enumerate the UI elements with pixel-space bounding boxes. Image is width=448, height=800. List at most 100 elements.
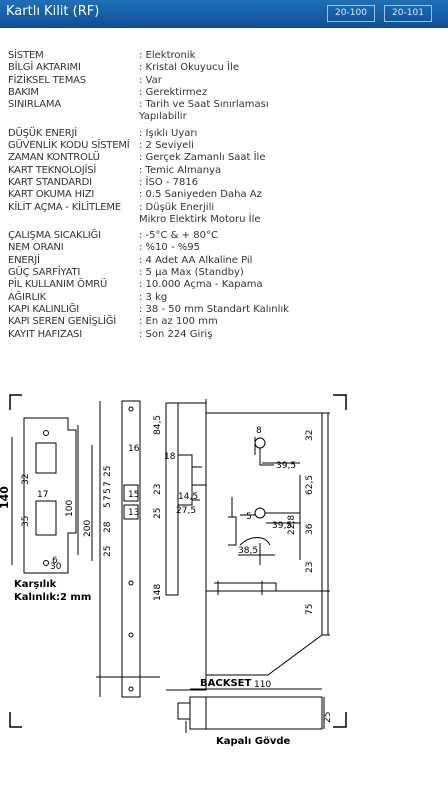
spec-label: BİLGİ AKTARIMI <box>8 62 81 74</box>
dim-13: 13 <box>128 508 139 518</box>
spec-value: : Kristal Okuyucu İle <box>139 62 240 74</box>
title-bar: Kartlı Kilit (RF) 20-100 20-101 <box>0 0 448 28</box>
spec-label: SINIRLAMA <box>8 99 61 111</box>
spec-row: PİL KULLANIM ÖMRÜ : 10.000 Açma - Kapama <box>8 279 444 291</box>
dim-5a: 5 <box>103 488 113 494</box>
spec-value: : 10.000 Açma - Kapama <box>139 279 263 291</box>
spec-label: KİLİT AÇMA - KİLİTLEME <box>8 201 121 213</box>
dim-5b: 5 <box>103 502 113 508</box>
dim-23a: 23 <box>153 484 163 495</box>
dim-39-5a: 39,5 <box>276 461 296 471</box>
spec-label: ÇALIŞMA SICAKLIĞI <box>8 230 101 242</box>
dim-25a: 25 <box>103 466 113 477</box>
dim-22-8: 22,8 <box>287 515 297 535</box>
spec-row: KAPI SEREN GENİŞLİĞİ : En az 100 mm <box>8 316 444 328</box>
dim-30: 30 <box>50 562 62 572</box>
spec-label: FİZİKSEL TEMAS <box>8 74 86 86</box>
spec-label: NEM ORANI <box>8 242 64 254</box>
spec-label: GÜÇ SARFİYATI <box>8 267 81 279</box>
spec-value: : 4 Adet AA Alkaline Pil <box>139 254 253 266</box>
dim-36: 36 <box>305 523 315 535</box>
dim-5c: 5 <box>246 512 252 522</box>
spec-value: : Temic Almanya <box>139 164 222 176</box>
spec-label: ZAMAN KONTROLÜ <box>8 152 100 164</box>
spec-label: KAPI KALINLIĞI <box>8 303 80 315</box>
dim-25d: 25 <box>323 712 333 723</box>
dim-39-5b: 39,5 <box>272 521 292 531</box>
dim-17: 17 <box>37 490 48 500</box>
spec-row: FİZİKSEL TEMAS : Var <box>8 75 444 87</box>
dim-7a: 7 <box>103 481 113 487</box>
dim-14-5: 14,5 <box>178 492 198 502</box>
dim-38-5: 38,5 <box>238 546 258 556</box>
strike-caption: Karşılık Kalınlık:2 mm <box>14 579 92 603</box>
spec-value: : Son 224 Giriş <box>139 328 213 340</box>
spec-value: : Gerçek Zamanlı Saat İle <box>139 152 266 164</box>
spec-row: GÜÇ SARFİYATI: 5 µa Max (Standby) <box>8 267 444 279</box>
dim-110: 110 <box>254 680 271 690</box>
spec-label: KAYIT HAFIZASI <box>8 328 83 340</box>
dim-200: 200 <box>83 520 93 537</box>
spec-row: SINIRLAMA : Tarih ve Saat Sınırlaması Yap… <box>8 99 444 124</box>
spec-row: KAPI KALINLIĞI : 38 - 50 mm Standart Kalı… <box>8 304 444 316</box>
spec-row: BAKIM: Gerektirmez <box>8 87 444 99</box>
spec-value: : Var <box>139 74 162 86</box>
spec-value: : 2 Seviyeli <box>139 140 194 152</box>
spec-row: SİSTEM : Elektronik <box>8 50 444 62</box>
spec-row: AĞIRLIK : 3 kg <box>8 292 444 304</box>
spec-row: KART TEKNOLOJİSİ : Temic Almanya <box>8 165 444 177</box>
spec-label: KAPI SEREN GENİŞLİĞİ <box>8 316 117 328</box>
dim-32: 32 <box>21 474 31 485</box>
dim-75: 75 <box>305 604 315 615</box>
dim-100: 100 <box>65 500 75 517</box>
dim-15: 15 <box>128 490 139 500</box>
spec-label: GÜVENLİK KODU SİSTEMİ <box>8 140 130 152</box>
spec-label: DÜŞÜK ENERJİ <box>8 127 77 139</box>
spec-value: : En az 100 mm <box>139 316 218 328</box>
dim-148: 148 <box>153 584 163 601</box>
dim-16: 16 <box>128 444 140 454</box>
dim-28: 28 <box>103 521 113 533</box>
model-tag-20-101[interactable]: 20-101 <box>384 5 432 22</box>
spec-row: ÇALIŞMA SICAKLIĞI : -5°C & + 80°C <box>8 230 444 242</box>
spec-value: : 38 - 50 mm Standart Kalınlık <box>139 303 289 315</box>
spec-label: AĞIRLIK <box>8 291 46 303</box>
spec-value: : 3 kg <box>139 291 168 303</box>
dim-25b: 25 <box>103 546 113 557</box>
dim-6: 6 <box>52 556 58 566</box>
spec-value: : Düşük Enerjili Mikro Elektirk Motoru İ… <box>139 201 261 225</box>
dim-25c: 25 <box>153 508 163 519</box>
dim-140: 140 <box>0 486 11 509</box>
model-tag-20-100[interactable]: 20-100 <box>327 5 375 22</box>
spec-row: KAYIT HAFIZASI : Son 224 Giriş <box>8 329 444 341</box>
dim-8: 8 <box>256 426 262 436</box>
dim-35: 35 <box>21 516 31 527</box>
dim-62-5: 62,5 <box>305 475 315 495</box>
spec-label: SİSTEM <box>8 50 44 61</box>
page-title: Kartlı Kilit (RF) <box>6 4 100 19</box>
spec-label: KART TEKNOLOJİSİ <box>8 164 97 176</box>
spec-row: ENERJİ: 4 Adet AA Alkaline Pil <box>8 255 444 267</box>
spec-row: KİLİT AÇMA - KİLİTLEME : Düşük Enerjili M… <box>8 202 444 227</box>
dim-84-5: 84,5 <box>153 415 163 435</box>
spec-value: : %10 - %95 <box>139 242 200 254</box>
spec-row: BİLGİ AKTARIMI : Kristal Okuyucu İle <box>8 62 444 74</box>
spec-value: : Tarih ve Saat Sınırlaması Yapılabilir <box>139 99 269 123</box>
backset-caption: BACKSET <box>200 678 252 689</box>
spec-value: : Elektronik <box>139 50 196 61</box>
dim-32b: 32 <box>305 430 315 441</box>
spec-row: KART STANDARDI: İSO - 7816 <box>8 177 444 189</box>
spec-value: : Işıklı Uyarı <box>139 127 198 139</box>
spec-row: GÜVENLİK KODU SİSTEMİ : 2 Seviyeli <box>8 140 444 152</box>
spec-value: : Gerektirmez <box>139 86 208 98</box>
spec-row: KART OKUMA HIZI : 0.5 Saniyeden Daha Az <box>8 189 444 201</box>
spec-row: NEM ORANI : %10 - %95 <box>8 242 444 254</box>
spec-row: ZAMAN KONTROLÜ : Gerçek Zamanlı Saat İle <box>8 152 444 164</box>
spec-value: : -5°C & + 80°C <box>139 230 218 242</box>
spec-row: DÜŞÜK ENERJİ : Işıklı Uyarı <box>8 128 444 140</box>
spec-label: PİL KULLANIM ÖMRÜ <box>8 279 108 291</box>
dim-7b: 7 <box>103 495 113 501</box>
spec-label: KART OKUMA HIZI <box>8 189 95 201</box>
spec-value: : 0.5 Saniyeden Daha Az <box>139 189 262 201</box>
